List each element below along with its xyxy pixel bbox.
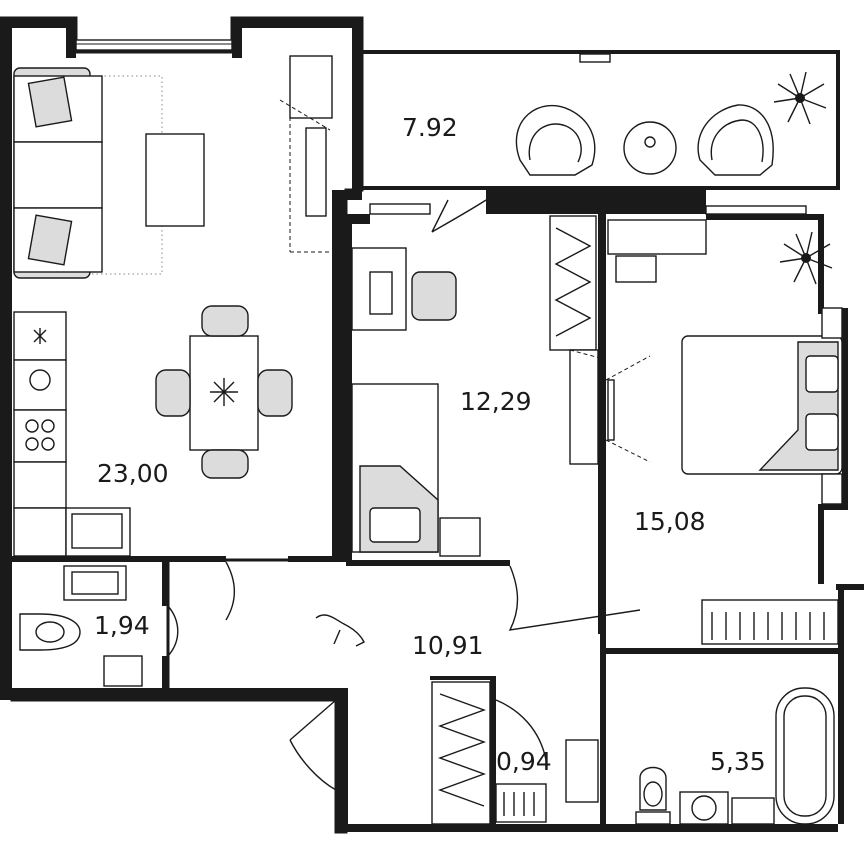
area-label-bedroom-study: 12,29 [460,387,532,416]
bathroom-fixtures [635,687,835,825]
area-label-balcony: 7.92 [402,113,458,142]
area-labels: 23,00 7.92 12,29 15,08 1,94 10,91 0,94 5… [94,113,766,776]
plant-icon [773,71,827,125]
pet-icon [315,614,365,647]
toilet-fixtures [19,565,143,687]
hallway-items [167,561,641,791]
area-label-bedroom: 15,08 [634,507,706,536]
balcony-furniture [515,71,833,285]
plant-icon [779,231,833,285]
area-label-hallway: 10,91 [412,631,484,660]
study-furniture [351,199,601,557]
windows [75,39,807,215]
area-label-living-kitchen: 23,00 [97,459,169,488]
closet-items [431,681,599,825]
walls [0,16,864,834]
area-label-toilet: 1,94 [94,611,150,640]
area-label-closet: 0,94 [496,747,552,776]
living-furniture [13,55,333,557]
area-label-bathroom: 5,35 [710,747,766,776]
bedroom-furniture [605,219,843,645]
decor-icon [210,378,238,406]
